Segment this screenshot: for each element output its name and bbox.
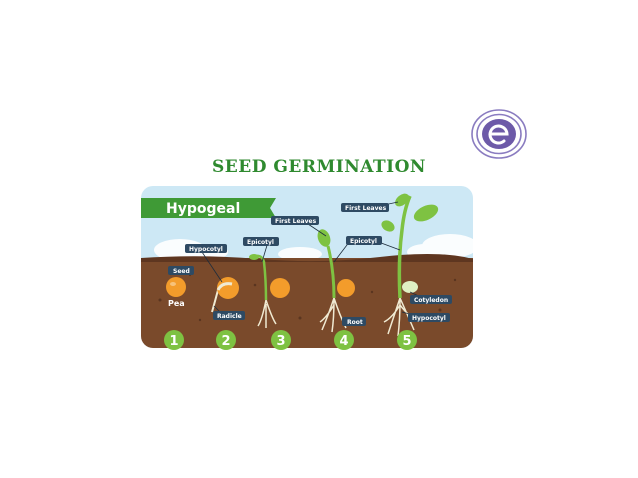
label-epicotyl-1: Epicotyl bbox=[243, 237, 279, 246]
stage-number-4: 4 bbox=[334, 330, 354, 350]
stage-2-plant bbox=[211, 277, 239, 313]
stage-3-plant bbox=[249, 254, 290, 328]
svg-text:5: 5 bbox=[402, 334, 411, 349]
label-first-leaves-1: First Leaves bbox=[271, 216, 319, 225]
svg-text:2: 2 bbox=[221, 334, 230, 349]
label-seed: Seed bbox=[168, 266, 194, 275]
svg-text:Hypocotyl: Hypocotyl bbox=[412, 315, 446, 322]
label-cotyledon: Cotyledon bbox=[410, 295, 452, 304]
label-hypocotyl-1: Hypocotyl bbox=[185, 244, 227, 253]
stage-number-5: 5 bbox=[397, 330, 417, 350]
svg-text:Seed: Seed bbox=[173, 268, 190, 275]
stage-number-1: 1 bbox=[164, 330, 184, 350]
page-title: SEED GERMINATION bbox=[212, 157, 426, 177]
type-label: Hypogeal bbox=[166, 201, 240, 217]
label-epicotyl-2: Epicotyl bbox=[346, 236, 382, 245]
label-root: Root bbox=[342, 317, 366, 326]
stage-5-plant bbox=[381, 193, 439, 337]
label-radicle: Radicle bbox=[213, 311, 245, 320]
svg-text:3: 3 bbox=[276, 334, 285, 349]
svg-text:Epicotyl: Epicotyl bbox=[247, 239, 274, 246]
label-first-leaves-2: First Leaves bbox=[341, 203, 389, 212]
stage-1-plant bbox=[166, 277, 186, 297]
svg-text:Cotyledon: Cotyledon bbox=[414, 297, 448, 304]
embibe-logo-icon bbox=[471, 109, 527, 159]
svg-text:First Leaves: First Leaves bbox=[345, 205, 387, 212]
svg-text:Radicle: Radicle bbox=[217, 313, 242, 320]
label-hypocotyl-2: Hypocotyl bbox=[408, 313, 450, 322]
svg-text:Epicotyl: Epicotyl bbox=[350, 238, 377, 245]
svg-text:Root: Root bbox=[347, 319, 363, 326]
stage-number-3: 3 bbox=[271, 330, 291, 350]
label-pea: Pea bbox=[168, 299, 185, 308]
soil-specks bbox=[158, 273, 457, 322]
stage-number-2: 2 bbox=[216, 330, 236, 350]
svg-text:Hypocotyl: Hypocotyl bbox=[189, 246, 223, 253]
stage-4-plant bbox=[317, 229, 355, 333]
svg-text:4: 4 bbox=[339, 334, 348, 349]
svg-text:First Leaves: First Leaves bbox=[275, 218, 317, 225]
svg-text:1: 1 bbox=[169, 334, 178, 349]
type-banner bbox=[141, 198, 276, 218]
